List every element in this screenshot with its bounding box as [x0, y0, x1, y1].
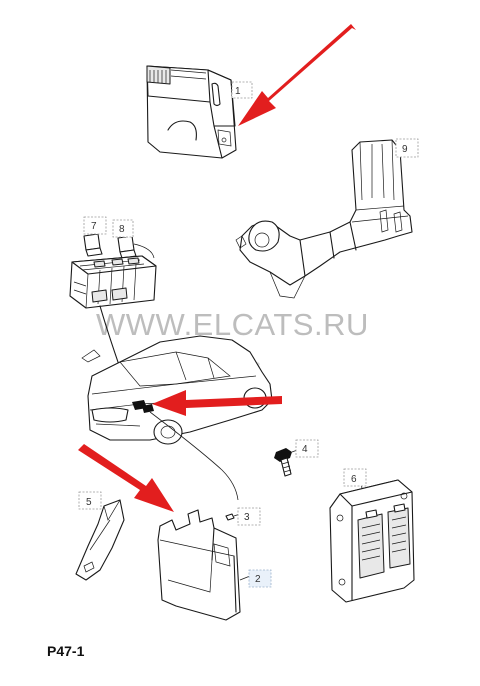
part-4-label-box: [295, 439, 319, 458]
part-9-label-box: [395, 138, 419, 158]
red-arrow-middle: [152, 390, 282, 416]
red-arrow-bottom: [78, 444, 174, 512]
part-1-number: 1: [235, 86, 241, 97]
part-9-ignition-housing[interactable]: [235, 139, 413, 299]
part-5-number: 5: [86, 497, 92, 508]
part-8-relay[interactable]: [117, 235, 155, 259]
part-8-label-box: [112, 219, 134, 238]
part-5-cover[interactable]: [75, 499, 125, 581]
part-7-number: 7: [91, 221, 97, 232]
part-3-number: 3: [244, 512, 250, 523]
part-5-label-box: [78, 491, 102, 510]
watermark-text: WWW.ELCATS.RU: [96, 307, 369, 342]
red-arrow-top: [238, 24, 356, 126]
part-4-bolt[interactable]: [274, 448, 301, 477]
part-2-number: 2: [255, 574, 261, 585]
part-1-ecu-module[interactable]: [146, 65, 237, 159]
part-6-engine-control-unit[interactable]: [329, 479, 415, 603]
car-outline: [81, 335, 273, 501]
part-2-label-box: [248, 569, 272, 588]
part-8-number: 8: [119, 224, 125, 235]
part-2-bracket[interactable]: [157, 509, 251, 621]
part-4-number: 4: [302, 444, 308, 455]
part-7-relay[interactable]: [83, 233, 103, 257]
part-7-label-box: [83, 216, 107, 235]
page-code: P47-1: [47, 643, 85, 659]
part-6-number: 6: [351, 474, 357, 485]
part-3-label-box: [237, 507, 261, 526]
part-3-screw[interactable]: [225, 513, 241, 521]
part-1-label-box: [231, 81, 253, 99]
part-6-label-box: [343, 468, 367, 487]
fuse-relay-box: [69, 255, 157, 383]
part-9-number: 9: [402, 144, 408, 155]
